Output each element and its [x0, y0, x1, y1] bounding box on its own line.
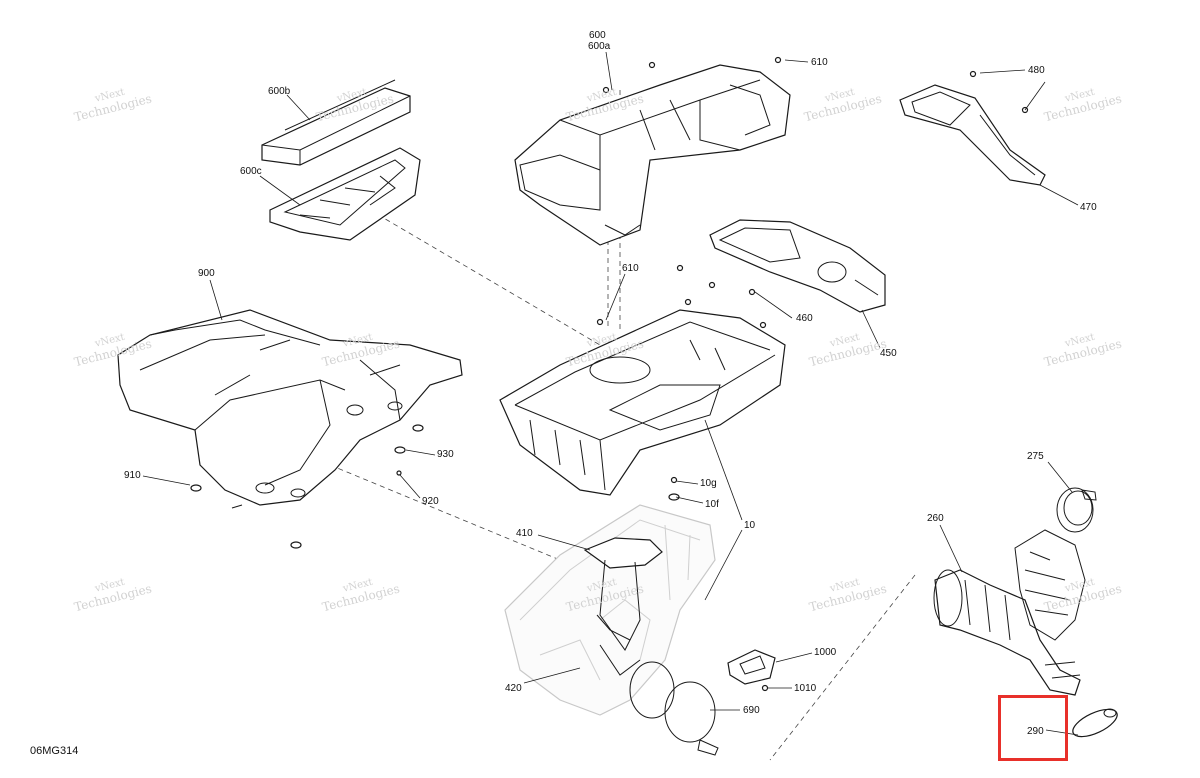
part-10-drawing [499, 309, 786, 496]
part-label-410[interactable]: 410 [516, 528, 533, 539]
part-label-480[interactable]: 480 [1028, 65, 1045, 76]
part-1000-drawing [727, 649, 776, 685]
part-label-920[interactable]: 920 [422, 496, 439, 507]
part-275-drawing [1056, 487, 1097, 533]
part-label-260[interactable]: 260 [927, 513, 944, 524]
part-410-drawing [583, 537, 663, 676]
part-450-drawing [709, 219, 886, 313]
part-label-470[interactable]: 470 [1080, 202, 1097, 213]
part-260-drawing [933, 529, 1086, 696]
part-label-460[interactable]: 460 [796, 313, 813, 324]
part-label-600a[interactable]: 600a [588, 41, 611, 52]
part-290-highlight-box [998, 695, 1068, 761]
part-label-600c[interactable]: 600c [240, 166, 262, 177]
part-600b-drawing [261, 79, 411, 166]
leader-lines [142, 51, 1079, 736]
part-690-drawing [629, 661, 719, 756]
part-900-drawing [117, 309, 463, 506]
part-label-600b[interactable]: 600b [268, 86, 291, 97]
part-420-drawing [504, 504, 716, 716]
diagram-code: 06MG314 [30, 745, 79, 757]
part-label-420[interactable]: 420 [505, 683, 522, 694]
part-label-450[interactable]: 450 [880, 348, 897, 359]
part-label-910[interactable]: 910 [124, 470, 141, 481]
part-label-690[interactable]: 690 [743, 705, 760, 716]
part-470-drawing [899, 84, 1046, 186]
part-label-900[interactable]: 900 [198, 268, 215, 279]
part-600-drawing [514, 64, 791, 246]
part-label-10[interactable]: 10 [744, 520, 756, 531]
fasteners [190, 56, 1029, 692]
part-label-10g[interactable]: 10g [700, 478, 717, 489]
part-label-1010[interactable]: 1010 [794, 683, 817, 694]
part-label-600[interactable]: 600 [589, 30, 606, 41]
part-label-930[interactable]: 930 [437, 449, 454, 460]
part-label-610-top[interactable]: 610 [811, 57, 828, 68]
part-label-290[interactable]: 290 [1027, 726, 1044, 737]
part-label-1000[interactable]: 1000 [814, 647, 837, 658]
part-label-610-mid[interactable]: 610 [622, 263, 639, 274]
part-290-drawing [1072, 708, 1118, 738]
part-600c-drawing [269, 147, 421, 241]
part-label-10f[interactable]: 10f [705, 499, 719, 510]
part-label-275[interactable]: 275 [1027, 451, 1044, 462]
